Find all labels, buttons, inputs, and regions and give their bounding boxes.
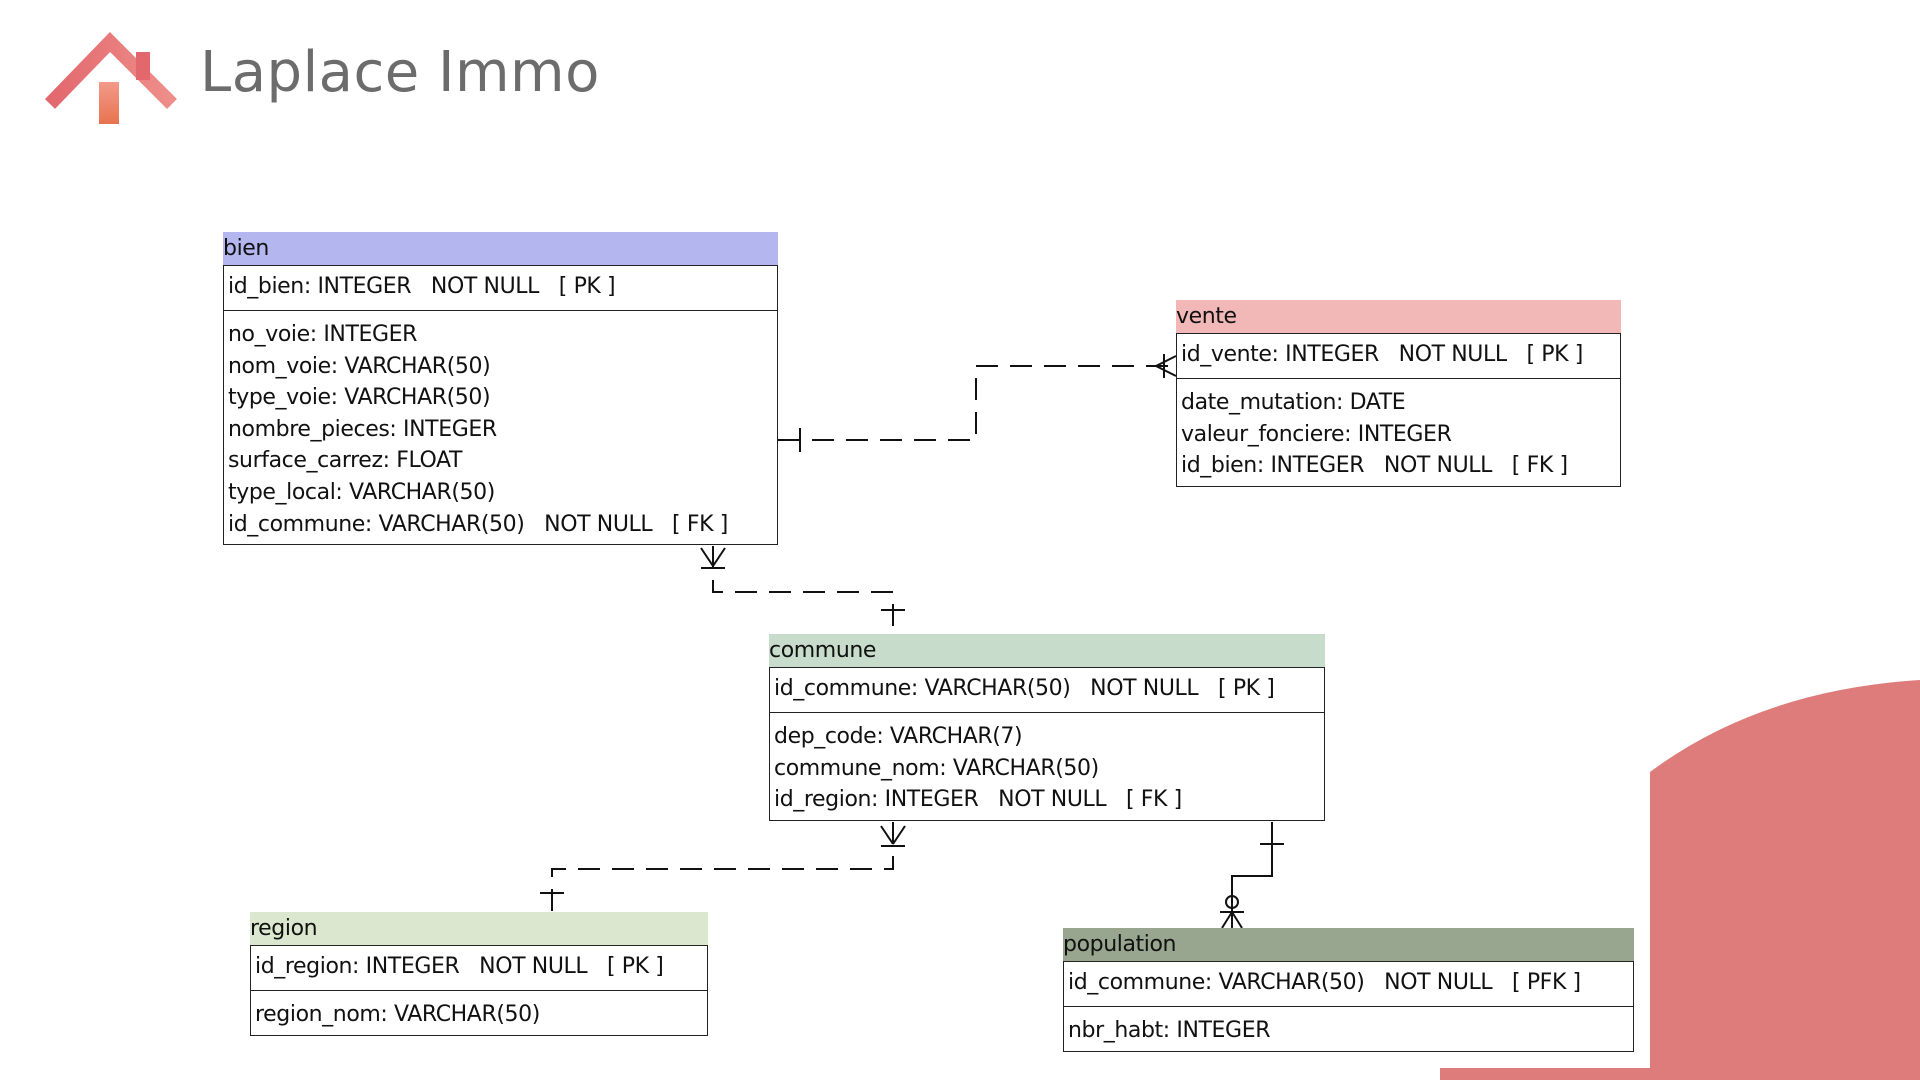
entity-vente: vente id_vente: INTEGER NOT NULL [ PK ] … xyxy=(1176,300,1621,487)
entity-name-vente: vente xyxy=(1176,304,1237,329)
entity-attribute: type_voie: VARCHAR(50) xyxy=(228,385,491,411)
entity-title: population xyxy=(1063,928,1634,961)
entity-primary-key: id_commune: VARCHAR(50) NOT NULL [ PFK ] xyxy=(1064,962,1633,1007)
entity-primary-key: id_commune: VARCHAR(50) NOT NULL [ PK ] xyxy=(770,668,1324,713)
entity-bien: bien id_bien: INTEGER NOT NULL [ PK ] no… xyxy=(223,232,778,546)
entity-attribute: nombre_pieces: INTEGER xyxy=(228,416,497,442)
entity-name-region: region xyxy=(250,916,318,941)
entity-attribute: no_voie: INTEGER xyxy=(228,322,418,347)
entity-title: region xyxy=(250,912,708,945)
entity-attribute: id_region: INTEGER NOT NULL [ FK ] xyxy=(774,787,1182,813)
entity-name-commune: commune xyxy=(769,638,877,663)
entity-attribute: dep_code: VARCHAR(7) xyxy=(774,724,1023,749)
entity-attribute: id_commune: VARCHAR(50) NOT NULL [ FK ] xyxy=(228,511,728,537)
entity-attribute-list: no_voie: INTEGER nom_voie: VARCHAR(50) t… xyxy=(224,311,777,544)
entity-name-population: population xyxy=(1063,932,1177,957)
entity-box: id_bien: INTEGER NOT NULL [ PK ] no_voie… xyxy=(223,265,778,546)
entity-primary-key: id_bien: INTEGER NOT NULL [ PK ] xyxy=(224,266,777,311)
entity-attribute-list: nbr_habt: INTEGER xyxy=(1064,1007,1633,1051)
entity-attribute: region_nom: VARCHAR(50) xyxy=(255,1002,540,1027)
entity-title: commune xyxy=(769,634,1325,667)
relation-commune-region xyxy=(540,822,906,912)
relation-bien-vente xyxy=(778,354,1177,452)
entity-attribute: type_local: VARCHAR(50) xyxy=(228,479,495,505)
entity-attribute: nom_voie: VARCHAR(50) xyxy=(228,353,491,379)
entity-box: id_commune: VARCHAR(50) NOT NULL [ PK ] … xyxy=(769,667,1325,821)
entity-attribute: id_bien: INTEGER NOT NULL [ FK ] xyxy=(1181,453,1568,479)
entity-title: bien xyxy=(223,232,778,265)
entity-attribute-list: dep_code: VARCHAR(7) commune_nom: VARCHA… xyxy=(770,713,1324,820)
entity-attribute: commune_nom: VARCHAR(50) xyxy=(774,755,1099,781)
entity-attribute-list: region_nom: VARCHAR(50) xyxy=(251,991,707,1035)
entity-primary-key: id_vente: INTEGER NOT NULL [ PK ] xyxy=(1177,334,1620,379)
entity-attribute: date_mutation: DATE xyxy=(1181,390,1406,415)
entity-attribute: surface_carrez: FLOAT xyxy=(228,448,463,474)
entity-box: id_vente: INTEGER NOT NULL [ PK ] date_m… xyxy=(1176,333,1621,487)
entity-population: population id_commune: VARCHAR(50) NOT N… xyxy=(1063,928,1634,1052)
entity-region: region id_region: INTEGER NOT NULL [ PK … xyxy=(250,912,708,1036)
entity-attribute: nbr_habt: INTEGER xyxy=(1068,1018,1271,1043)
entity-attribute: valeur_fonciere: INTEGER xyxy=(1181,421,1452,447)
entity-attribute-list: date_mutation: DATE valeur_fonciere: INT… xyxy=(1177,379,1620,486)
entity-box: id_region: INTEGER NOT NULL [ PK ] regio… xyxy=(250,945,708,1036)
relation-bien-commune xyxy=(700,546,905,634)
relation-commune-population xyxy=(1220,822,1284,929)
house-icon xyxy=(44,32,177,124)
brand-name: Laplace Immo xyxy=(200,40,600,105)
entity-title: vente xyxy=(1176,300,1621,333)
entity-primary-key: id_region: INTEGER NOT NULL [ PK ] xyxy=(251,946,707,991)
entity-commune: commune id_commune: VARCHAR(50) NOT NULL… xyxy=(769,634,1325,821)
entity-name-bien: bien xyxy=(223,236,269,261)
entity-box: id_commune: VARCHAR(50) NOT NULL [ PFK ]… xyxy=(1063,961,1634,1052)
